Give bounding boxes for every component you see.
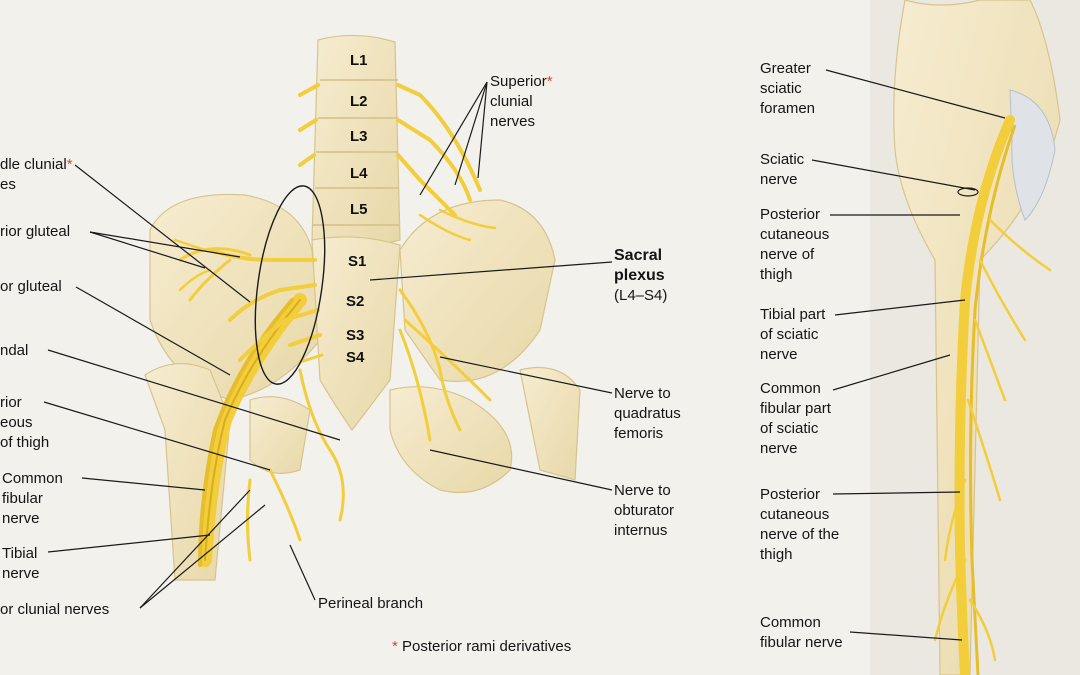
leader-lines	[43, 69, 1006, 641]
label-common-fibular-part: Common fibular part of sciatic nerve	[760, 380, 831, 457]
label-tibial-left: Tibial nerve	[2, 545, 40, 582]
label-perineal-branch: Perineal branch	[318, 595, 424, 612]
vertebra-label-s2: S2	[346, 293, 365, 310]
vertebra-label-l1: L1	[350, 52, 368, 69]
label-superior-clunial: Superior* clunial nerves	[490, 73, 553, 130]
label-sciatic-nerve: Sciatic nerve	[760, 151, 805, 188]
left-ischium	[249, 396, 311, 474]
label-posterior-cutaneous-left: rior eous of thigh	[0, 394, 50, 451]
right-cutaneous-branches	[933, 218, 1052, 662]
label-posterior-cutaneous-right-2: Posterior cutaneous nerve of the thigh	[760, 486, 840, 563]
label-greater-sciatic-foramen: Greater sciatic foramen	[760, 60, 816, 117]
vertebra-label-l2: L2	[350, 93, 368, 110]
vertebra-label-l4: L4	[350, 165, 368, 182]
vertebra-label-s1: S1	[348, 253, 367, 270]
sacral-plexus-outline	[254, 185, 326, 385]
right-panel-anatomy	[893, 0, 1061, 675]
label-sacral-plexus: Sacral plexus (L4–S4)	[614, 247, 668, 304]
vertebra-label-l3: L3	[350, 128, 368, 145]
label-nerve-to-obturator: Nerve to obturator internus	[614, 482, 675, 539]
label-common-fibular-left: Common fibular nerve	[2, 470, 63, 527]
vertebra-label-s4: S4	[346, 349, 365, 366]
right-femur-head	[519, 366, 581, 481]
right-ilium	[399, 199, 556, 382]
sacrotuberous-ligament	[1009, 89, 1056, 221]
label-common-fibular-right: Common fibular nerve	[760, 614, 843, 651]
label-tibial-part: Tibial part of sciatic nerve	[760, 306, 826, 363]
label-inferior-gluteal: or gluteal	[0, 278, 62, 295]
vertebra-divisions	[313, 79, 399, 226]
label-posterior-cutaneous-right: Posterior cutaneous nerve of thigh	[760, 206, 830, 283]
right-ischium	[389, 386, 513, 494]
sacrum	[311, 236, 401, 432]
left-nerve-network	[173, 83, 497, 567]
right-sciatic-nerve	[954, 115, 1015, 675]
label-middle-clunial: dle clunial* es	[0, 156, 73, 193]
label-pudendal: ndal	[0, 342, 29, 359]
label-superior-gluteal: rior gluteal	[0, 223, 71, 240]
vertebra-label-s3: S3	[346, 327, 365, 344]
label-nerve-to-quadratus: Nerve to quadratus femoris	[614, 385, 681, 442]
label-inferior-clunial: or clunial nerves	[0, 601, 110, 618]
vertebra-label-l5: L5	[350, 201, 368, 218]
label-footnote: * Posterior rami derivatives	[392, 638, 572, 655]
